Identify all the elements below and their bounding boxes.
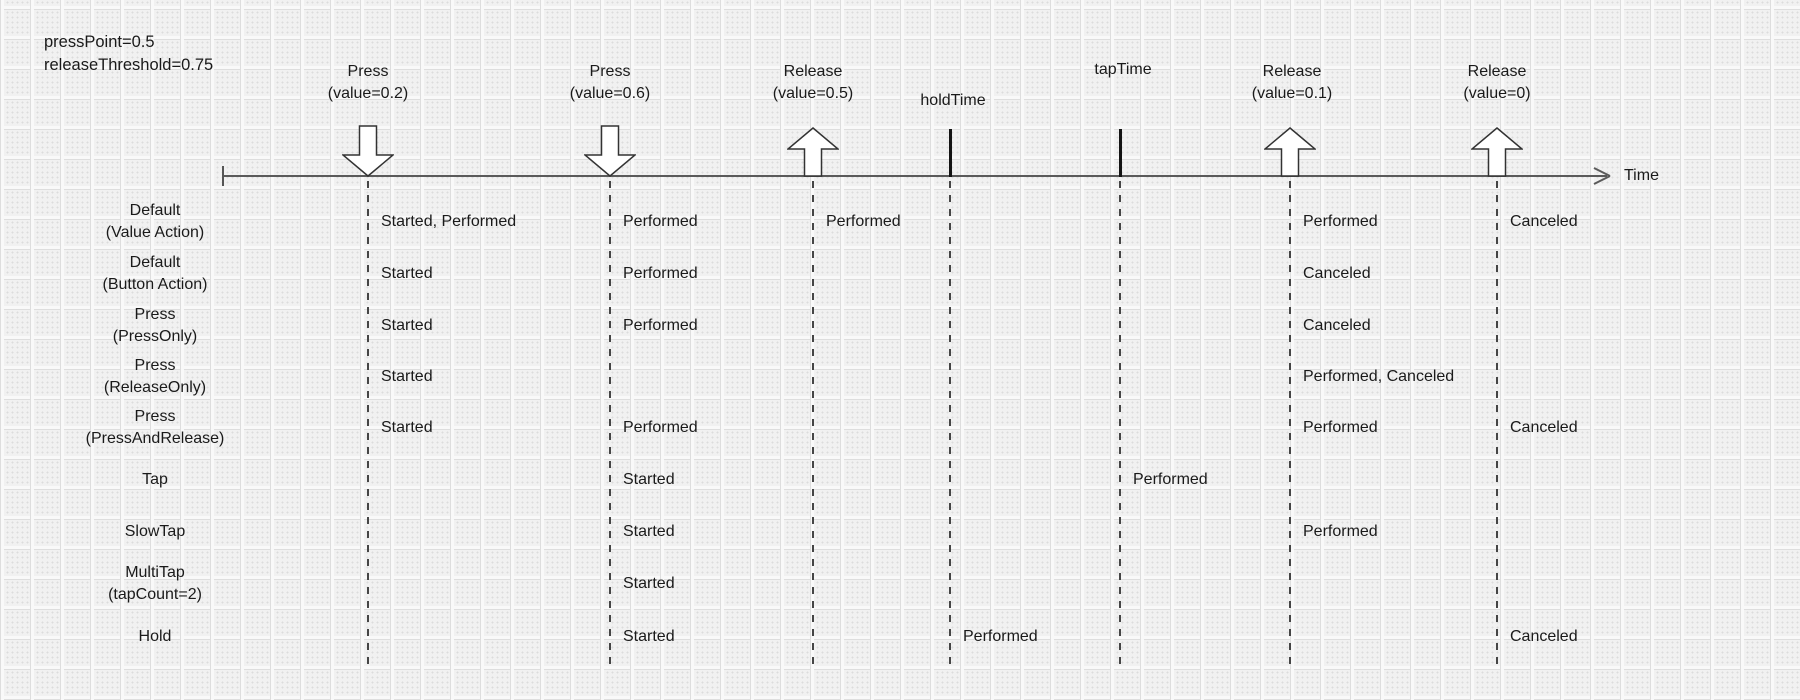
- taptime-tick-marker: [1119, 129, 1122, 177]
- config-annotation: pressPoint=0.5 releaseThreshold=0.75: [44, 33, 214, 74]
- state-cell: Started: [381, 368, 433, 385]
- event-label-release-0.5: Release (value=0.5): [772, 63, 854, 102]
- state-cell: Started: [623, 471, 675, 488]
- event-label-press-0.6: Press (value=0.6): [569, 63, 651, 102]
- release-up-arrow-icon: [787, 127, 839, 177]
- state-cell: Started: [623, 575, 675, 592]
- row-label-default-button-action: Default (Button Action): [102, 254, 208, 293]
- state-cell: Performed: [826, 213, 901, 230]
- press-down-arrow-icon: [584, 125, 636, 177]
- event-guideline-release-0.5: [812, 181, 814, 665]
- event-guideline-release-0.1: [1289, 181, 1291, 665]
- event-label-holdtime: holdTime: [920, 92, 986, 109]
- state-cell: Performed: [963, 628, 1038, 645]
- state-cell: Canceled: [1510, 213, 1578, 230]
- release-up-arrow-icon: [1471, 127, 1523, 177]
- event-guideline-press-0.2: [367, 181, 369, 665]
- state-cell: Started: [381, 419, 433, 436]
- event-label-release-0: Release (value=0): [1463, 63, 1531, 102]
- state-cell: Started: [623, 628, 675, 645]
- state-cell: Started: [381, 317, 433, 334]
- event-guideline-taptime: [1119, 181, 1121, 665]
- row-label-default-value-action: Default (Value Action): [105, 202, 205, 241]
- row-label-press-releaseonly: Press (ReleaseOnly): [103, 357, 207, 396]
- state-cell: Canceled: [1303, 265, 1371, 282]
- event-label-press-0.2: Press (value=0.2): [327, 63, 409, 102]
- state-cell: Performed: [623, 265, 698, 282]
- time-axis-label: Time: [1624, 167, 1659, 184]
- state-cell: Performed: [1303, 419, 1378, 436]
- row-label-tap: Tap: [142, 471, 168, 488]
- state-cell: Performed: [623, 419, 698, 436]
- event-guideline-press-0.6: [609, 181, 611, 665]
- event-label-release-0.1: Release (value=0.1): [1251, 63, 1333, 102]
- row-label-press-pressonly: Press (PressOnly): [112, 306, 198, 345]
- release-up-arrow-icon: [1264, 127, 1316, 177]
- holdtime-tick-marker: [949, 129, 952, 177]
- event-guideline-holdtime: [949, 181, 951, 665]
- time-axis-start-tick: [222, 166, 224, 186]
- state-cell: Started, Performed: [381, 213, 517, 230]
- state-cell: Performed: [1303, 213, 1378, 230]
- state-cell: Performed: [623, 317, 698, 334]
- state-cell: Canceled: [1510, 628, 1578, 645]
- row-label-multitap: MultiTap (tapCount=2): [108, 564, 202, 603]
- state-cell: Canceled: [1510, 419, 1578, 436]
- row-label-press-pressandrelease: Press (PressAndRelease): [85, 408, 225, 447]
- event-guideline-release-0: [1496, 181, 1498, 665]
- state-cell: Started: [623, 523, 675, 540]
- row-label-slowtap: SlowTap: [124, 523, 186, 540]
- state-cell: Performed: [1133, 471, 1208, 488]
- state-cell: Canceled: [1303, 317, 1371, 334]
- press-down-arrow-icon: [342, 125, 394, 177]
- state-cell: Performed, Canceled: [1303, 368, 1455, 385]
- time-axis-line: [223, 175, 1607, 177]
- event-label-taptime: tapTime: [1094, 61, 1152, 78]
- state-cell: Performed: [1303, 523, 1378, 540]
- time-axis-arrowhead-icon: [1593, 167, 1611, 185]
- state-cell: Started: [381, 265, 433, 282]
- row-label-hold: Hold: [138, 628, 172, 645]
- state-cell: Performed: [623, 213, 698, 230]
